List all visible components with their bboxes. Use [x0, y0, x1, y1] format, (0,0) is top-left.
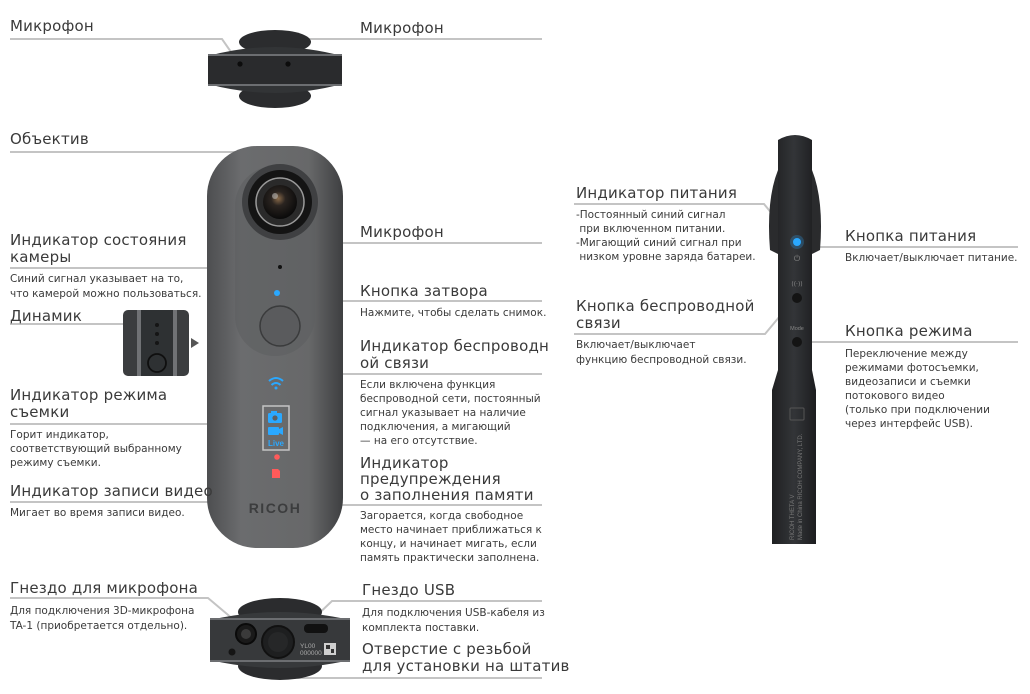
label-mode-button: Кнопка режима	[845, 322, 973, 340]
serial-number-line: YL00	[300, 643, 316, 650]
label-tripod-line1: Отверстие с резьбой	[362, 640, 532, 658]
mode-button-shape	[792, 337, 802, 347]
desc-shooting-mode-line3: режиму съемки.	[10, 457, 101, 469]
wireless-symbol-icon: ((·))	[791, 281, 802, 288]
desc-usb-line1: Для подключения USB-кабеля из	[362, 607, 545, 619]
wifi-icon	[268, 377, 284, 390]
speaker-hole	[155, 341, 159, 345]
desc-mode-button-line3: видеозаписи и съемки	[845, 376, 971, 388]
side-imprint-model: RICOH THETA V	[790, 495, 796, 540]
desc-wireless-button-line1: Включает/выключает	[576, 339, 696, 351]
label-camera-status-line1: Индикатор состояния	[10, 231, 187, 249]
serial-number-line: 000000	[300, 650, 322, 657]
label-speaker: Динамик	[10, 307, 82, 325]
label-power-indicator: Индикатор питания	[576, 184, 738, 202]
speaker-inset	[123, 310, 199, 376]
desc-power-indicator-line3: -Мигающий синий сигнал при	[576, 237, 742, 249]
label-wireless-button-line1: Кнопка беспроводной	[576, 297, 755, 315]
label-power-button: Кнопка питания	[845, 227, 977, 245]
desc-memory-line3: концу, и начинает мигать, если	[360, 538, 537, 550]
desc-power-indicator-line1: -Постоянный синий сигнал	[576, 209, 726, 221]
wireless-button-shape	[792, 293, 802, 303]
desc-wireless-indicator-line5: — на его отсутствие.	[360, 435, 478, 447]
mode-indicator-box	[262, 405, 290, 451]
desc-memory-line1: Загорается, когда свободное	[360, 510, 524, 522]
label-wireless-indicator-line1: Индикатор беспроводн	[360, 337, 550, 355]
desc-power-indicator-line2: при включенном питании.	[576, 223, 726, 235]
desc-shooting-mode-line2: соответствующий выбранному	[10, 443, 182, 455]
tripod-mark-icon	[147, 353, 167, 373]
video-recording-led	[274, 454, 280, 460]
mic-hole-right	[285, 61, 291, 67]
desc-mode-button-line2: режимами фотосъемки,	[845, 362, 979, 374]
desc-wireless-indicator-line1: Если включена функция	[360, 379, 496, 391]
lens-glass	[263, 185, 297, 219]
label-memory-line1: Индикатор	[360, 454, 449, 472]
camera-status-led	[274, 290, 280, 296]
speaker-hole	[155, 323, 159, 327]
label-camera-status-line2: камеры	[10, 248, 72, 266]
shutter-button-shape	[259, 305, 301, 347]
label-mic-jack: Гнездо для микрофона	[10, 579, 199, 597]
desc-mode-button-line5: (только при подключении	[845, 404, 990, 416]
leader-mic-jack	[10, 597, 241, 626]
desc-mic-jack-line2: TA-1 (приобретается отдельно).	[10, 620, 188, 632]
desc-camera-status-line2: что камерой можно пользоваться.	[10, 288, 202, 300]
label-shutter: Кнопка затвора	[360, 282, 488, 300]
desc-mode-button-line4: потокового видео	[845, 390, 945, 402]
camera-bottom-view: YL00 000000	[210, 598, 350, 680]
desc-camera-status-line1: Синий сигнал указывает на то,	[10, 273, 184, 285]
live-mode-label: Live	[268, 439, 285, 448]
desc-mode-button-line1: Переключение между	[845, 348, 968, 360]
mode-label: Mode	[790, 326, 804, 332]
mic-hole-left	[237, 61, 243, 67]
desc-mic-jack-line1: Для подключения 3D-микрофона	[10, 605, 195, 617]
memory-card-icon	[272, 469, 280, 478]
camera-front-view: Live RICOH	[207, 146, 343, 548]
front-mic-hole	[278, 265, 282, 269]
desc-wireless-indicator-line4: подключения, а мигающий	[360, 421, 511, 433]
desc-power-button: Включает/выключает питание.	[845, 252, 1018, 264]
desc-wireless-indicator-line2: беспроводной сети, постоянный	[360, 393, 541, 405]
label-video-recording: Индикатор записи видео	[10, 482, 213, 500]
power-indicator-led	[793, 238, 801, 246]
label-shooting-mode-line2: съемки	[10, 403, 70, 421]
power-symbol-icon: ⏻	[794, 254, 801, 263]
label-top-mic-right: Микрофон	[360, 19, 444, 37]
desc-usb-line2: комплекта поставки.	[362, 622, 480, 634]
desc-memory-line2: место начинает приближаться к	[360, 524, 542, 536]
desc-memory-line4: память практически заполнена.	[360, 552, 540, 564]
speaker-hole	[155, 332, 159, 336]
camera-top-view	[208, 30, 342, 108]
camera-mode-icon	[268, 411, 282, 423]
label-lens: Объектив	[10, 130, 89, 148]
desc-power-indicator-line4: низком уровне заряда батареи.	[576, 251, 756, 263]
desc-shooting-mode-line1: Горит индикатор,	[10, 429, 109, 441]
label-wireless-button-line2: связи	[576, 314, 621, 332]
label-wireless-indicator-line2: ой связи	[360, 354, 430, 372]
label-top-mic-left: Микрофон	[10, 17, 94, 35]
usb-port-shape	[304, 624, 328, 633]
desc-wireless-indicator-line3: сигнал указывает на наличие	[360, 407, 526, 419]
label-front-microphone: Микрофон	[360, 223, 444, 241]
video-mode-icon	[268, 427, 283, 435]
desc-wireless-button-line2: функцию беспроводной связи.	[576, 354, 747, 366]
label-tripod-line2: для установки на штатив	[362, 657, 570, 675]
ricoh-logo: RICOH	[249, 500, 302, 516]
label-memory-line3: о заполнения памяти	[360, 486, 534, 504]
camera-side-view: ⏻ ((·)) Mode RICOH THETA V Made in China…	[769, 135, 821, 544]
label-shooting-mode-line1: Индикатор режима	[10, 386, 168, 404]
desc-mode-button-line6: через интерфейс USB).	[845, 418, 973, 430]
label-memory-line2: предупреждения	[360, 470, 501, 488]
label-usb: Гнездо USB	[362, 581, 456, 599]
side-imprint-maker: Made in China RICOH COMPANY, LTD.	[798, 433, 804, 540]
desc-video-recording: Мигает во время записи видео.	[10, 507, 185, 519]
desc-shutter: Нажмите, чтобы сделать снимок.	[360, 307, 547, 319]
